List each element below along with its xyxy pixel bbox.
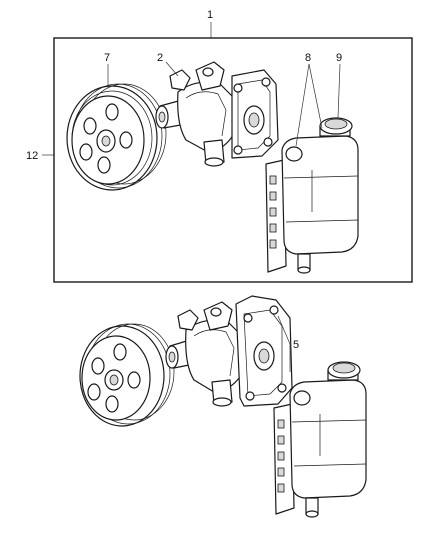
callout-1: 1: [207, 9, 213, 21]
pulley-top[interactable]: [66, 83, 167, 191]
callout-7: 7: [104, 52, 110, 64]
pulley-bottom[interactable]: [79, 323, 175, 427]
callout-2: 2: [157, 52, 163, 64]
leader-9: [337, 63, 341, 119]
callout-9: 9: [336, 52, 342, 64]
leader-8a: [308, 63, 323, 129]
reservoir-top[interactable]: [265, 117, 359, 274]
callout-8: 8: [305, 52, 311, 64]
reservoir-bottom[interactable]: [273, 361, 367, 518]
callout-12: 12: [26, 150, 38, 162]
pump-top[interactable]: [155, 61, 279, 167]
assembly-frame: [53, 37, 413, 283]
leader-5a: [277, 315, 291, 345]
leader-8b: [295, 63, 310, 147]
pump-bottom[interactable]: [165, 295, 293, 407]
callout-5: 5: [293, 339, 299, 351]
leader-2: [165, 61, 179, 77]
